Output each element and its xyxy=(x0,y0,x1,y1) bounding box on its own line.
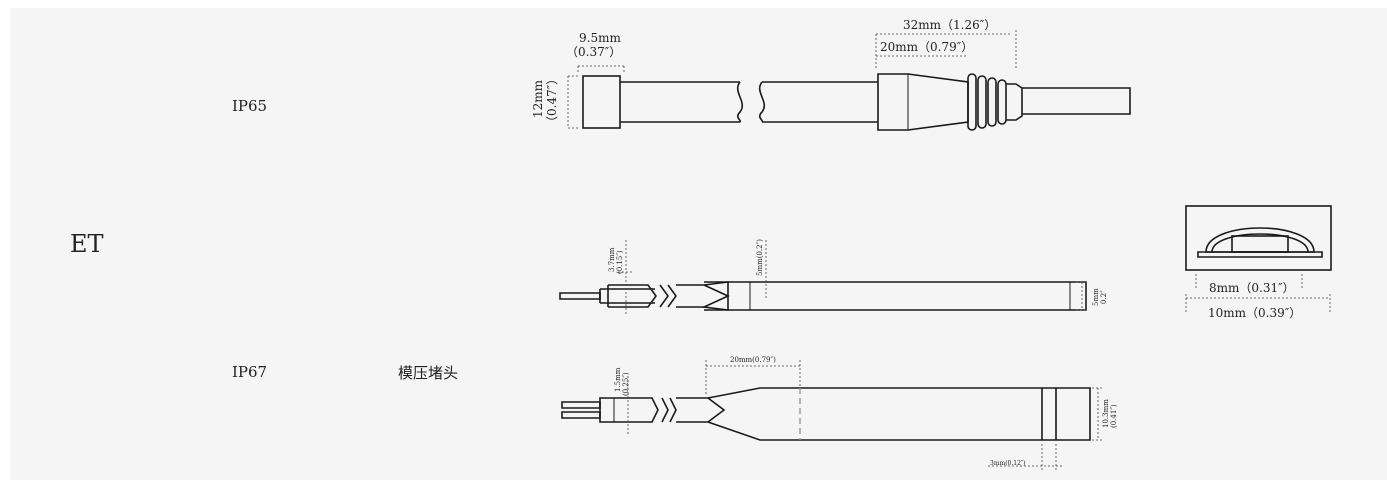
ip67-tube-left xyxy=(676,397,708,423)
et-body xyxy=(704,281,1087,311)
ip65-tube xyxy=(620,81,878,123)
ip65-connector-body xyxy=(877,73,969,131)
et-wire-tip xyxy=(559,292,601,300)
ip65-strain-relief xyxy=(967,73,1023,131)
et-end-dim-line xyxy=(1076,281,1088,311)
ip67-height: 10.3mm xyxy=(1102,399,1110,428)
ip65-drawing: 9.5mm （0.37″） 12mm （0.47″） 32mm（1.26″） 2… xyxy=(531,18,1131,131)
et-body-dim: 5mm(0.2″) xyxy=(756,239,764,276)
cross-section-frame xyxy=(1185,205,1332,271)
content-panel xyxy=(10,8,1387,480)
ip67-break-marks xyxy=(661,397,677,423)
ip67-drawing: 20mm(0.79″) 1.5mm (0.25″) 10.3mm (0.41″)… xyxy=(561,356,1118,470)
ip67-end-cap xyxy=(1041,388,1057,440)
cross-section-drawing: 8mm（0.31″） 10mm（0.39″） xyxy=(1185,205,1332,320)
et-wire-dim-line xyxy=(618,240,634,316)
et-label: ET xyxy=(70,230,104,258)
molded-end-cap-label: 模压堵头 xyxy=(398,364,459,382)
ip65-label: IP65 xyxy=(232,97,268,115)
cross-section-outer-dim-line xyxy=(1185,294,1331,312)
ip65-height-in: （0.47″） xyxy=(545,73,559,128)
et-transition xyxy=(701,281,730,311)
ip65-cable xyxy=(1022,87,1131,115)
ip67-cap-dim-line xyxy=(988,444,1062,470)
ip67-body-nose xyxy=(707,397,726,423)
cross-section-outer-width: 10mm（0.39″） xyxy=(1208,306,1301,320)
ip65-break-left xyxy=(736,81,744,123)
ip67-wire-dim-in: (0.25″) xyxy=(622,372,630,396)
ip67-wire-dim: 1.5mm xyxy=(614,367,622,392)
cross-section-dome-inner xyxy=(1211,233,1309,253)
ip65-connector-body-dim: 20mm（0.79″） xyxy=(880,40,973,54)
et-end-dim: 5mm xyxy=(1092,288,1100,306)
ip65-height-dim-line xyxy=(567,75,580,129)
ip65-cap-width: 9.5mm xyxy=(579,31,621,45)
et-tube-left xyxy=(676,284,704,308)
ip65-cap-width-in: （0.37″） xyxy=(566,45,621,59)
et-wire xyxy=(600,288,655,304)
ip67-cap-length: 3mm(0.12″) xyxy=(990,460,1025,467)
ip65-connector-dim-lines xyxy=(875,30,1017,70)
ip65-end-cap xyxy=(582,75,621,129)
ip67-wire-tips xyxy=(561,401,601,419)
ip67-sleeve xyxy=(599,397,659,423)
et-drawing: 3.7mm (0.15″) 5mm(0.2″) 5mm 0.2″ xyxy=(559,239,1108,316)
ip67-body xyxy=(707,387,1091,441)
et-wire-dim-in: (0.15″) xyxy=(616,250,624,274)
ip67-height-dim-line xyxy=(1092,387,1104,441)
ip65-cap-dim-line xyxy=(577,65,625,72)
et-break-marks xyxy=(659,284,677,308)
ip67-body-length: 20mm(0.79″) xyxy=(730,356,776,364)
ip65-height: 12mm xyxy=(531,79,545,118)
et-sleeve xyxy=(608,284,657,308)
ip67-height-in: (0.41″) xyxy=(1110,404,1118,428)
et-end-dim-in: 0.2″ xyxy=(1100,290,1108,304)
cross-section-inner-width: 8mm（0.31″） xyxy=(1209,281,1295,295)
et-wire-dim: 3.7mm xyxy=(608,247,616,272)
cross-section-dome xyxy=(1205,227,1315,253)
et-wire-collar xyxy=(599,285,609,307)
ip67-length-dim-line xyxy=(705,360,801,396)
ip65-connector-total: 32mm（1.26″） xyxy=(903,18,996,32)
cross-section-strip xyxy=(1231,235,1289,253)
ip65-break-right xyxy=(758,81,766,123)
ip67-label: IP67 xyxy=(232,363,268,381)
